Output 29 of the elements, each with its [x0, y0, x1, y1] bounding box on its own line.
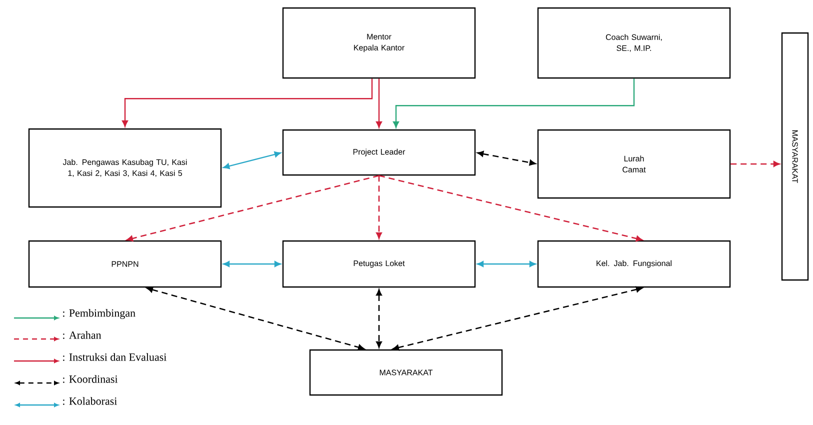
- arrow: [223, 261, 281, 267]
- process-box: Kel. Jab. Fungsional: [537, 240, 731, 288]
- arrow: [376, 176, 382, 239]
- process-box: Jab. Pengawas Kasubag TU, Kasi 1, Kasi 2, Kasi 3, Kasi 4, Kasi 5: [28, 128, 222, 208]
- legend-entry: : Pembimbingan: [14, 309, 136, 320]
- process-box: MASYARAKAT: [309, 349, 503, 396]
- process-box: Petugas Loket: [282, 240, 476, 288]
- process-box: Mentor Kepala Kantor: [282, 7, 476, 79]
- arrow: [146, 286, 364, 350]
- arrow: [730, 161, 780, 167]
- process-box: Lurah Camat: [537, 129, 731, 199]
- process-box: Coach Suwarni, SE., M.IP.: [537, 7, 731, 79]
- arrow: [393, 78, 635, 128]
- arrow: [376, 78, 382, 128]
- arrow: [477, 261, 536, 267]
- legend-entry: : Koordinasi: [16, 375, 118, 385]
- arrow: [126, 174, 380, 242]
- process-box: Project Leader: [282, 129, 476, 176]
- legend-entry: : Arahan: [14, 331, 102, 341]
- arrow: [376, 289, 382, 348]
- legend-entry: : Instruksi dan Evaluasi: [14, 353, 166, 363]
- vertical-box: MASYARAKAT: [781, 32, 809, 281]
- arrow: [392, 286, 642, 350]
- arrow: [378, 174, 642, 242]
- arrow: [122, 78, 373, 127]
- arrow: [477, 150, 536, 166]
- legend-entry: : Kolaborasi: [16, 397, 117, 407]
- arrow: [223, 151, 281, 170]
- process-box: PPNPN: [28, 240, 222, 288]
